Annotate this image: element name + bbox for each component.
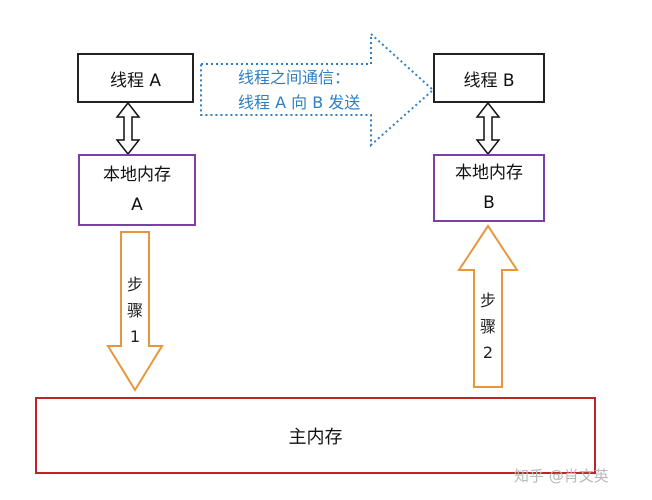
thread-b-label: 线程 B bbox=[463, 70, 515, 91]
thread-a-box: 线程 A bbox=[77, 53, 194, 103]
step1-arrow bbox=[106, 231, 164, 392]
local-memory-a-id: A bbox=[131, 195, 143, 215]
main-memory-label: 主内存 bbox=[288, 426, 343, 448]
step2-label: 步 骤 2 bbox=[473, 288, 503, 366]
communication-arrow bbox=[200, 31, 435, 148]
local-memory-a-box: 本地内存 A bbox=[78, 154, 196, 226]
communication-label: 线程之间通信： 线程 A 向 B 发送 bbox=[238, 65, 360, 115]
local-memory-b-id: B bbox=[483, 193, 495, 213]
step2-label-line2: 骤 bbox=[479, 317, 496, 336]
double-arrow-b bbox=[475, 101, 501, 156]
local-memory-b-title: 本地内存 bbox=[455, 163, 523, 183]
step1-label-line2: 骤 bbox=[126, 301, 143, 320]
step2-label-line3: 2 bbox=[482, 343, 494, 362]
step2-arrow bbox=[457, 224, 519, 388]
communication-label-line1: 线程之间通信： bbox=[238, 68, 351, 87]
step1-label: 步 骤 1 bbox=[120, 272, 150, 350]
step2-label-line1: 步 bbox=[479, 291, 496, 310]
step1-label-line1: 步 bbox=[126, 275, 143, 294]
double-arrow-a bbox=[115, 101, 141, 156]
thread-a-label: 线程 A bbox=[109, 70, 162, 91]
local-memory-b-box: 本地内存 B bbox=[433, 154, 545, 222]
step1-label-line3: 1 bbox=[129, 327, 141, 346]
local-memory-a-title: 本地内存 bbox=[103, 165, 171, 185]
communication-label-line2: 线程 A 向 B 发送 bbox=[238, 93, 361, 112]
main-memory-box: 主内存 bbox=[35, 397, 596, 474]
thread-b-box: 线程 B bbox=[433, 53, 545, 103]
watermark: 知乎 @肖文英 bbox=[514, 467, 609, 485]
